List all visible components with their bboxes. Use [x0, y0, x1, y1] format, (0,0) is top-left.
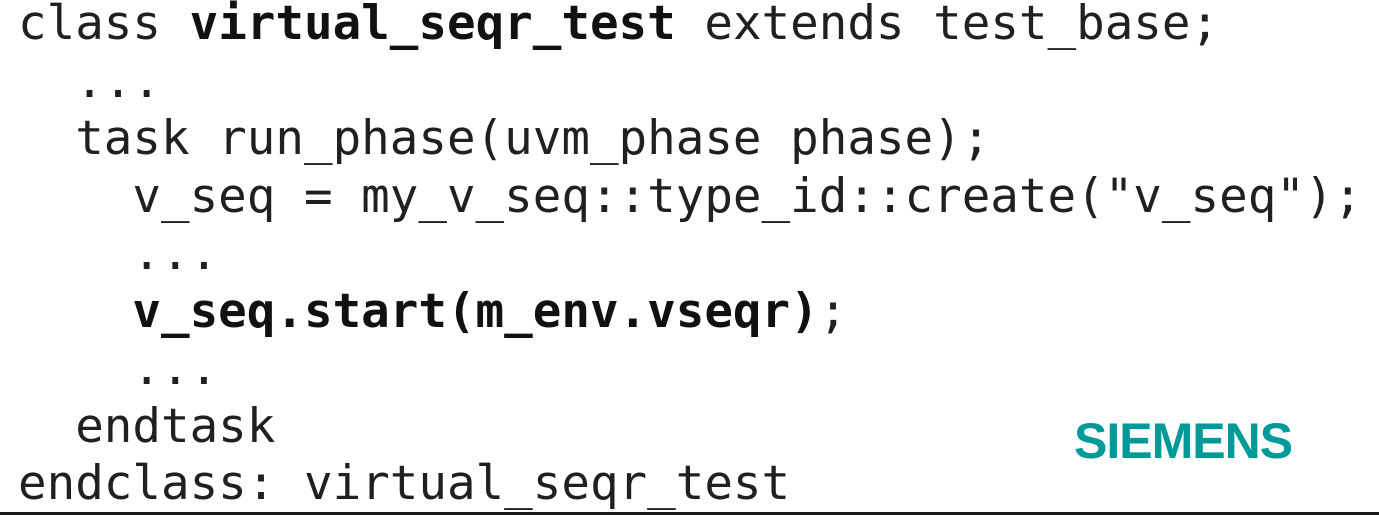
extends-clause: extends test_base;	[675, 0, 1220, 51]
code-line-endclass: endclass: virtual_seqr_test	[18, 456, 791, 511]
code-line-ellipsis-3: ...	[18, 341, 219, 396]
code-line-create: v_seq = my_v_seq::type_id::create("v_seq…	[18, 168, 1363, 224]
code-line-ellipsis-1: ...	[18, 53, 161, 109]
code-line-class-decl: class virtual_seqr_test extends test_bas…	[18, 0, 1362, 53]
siemens-logo: SIEMENS	[1074, 413, 1293, 469]
class-name: virtual_seqr_test	[189, 0, 676, 51]
code-line-task-decl: task run_phase(uvm_phase phase);	[18, 111, 991, 166]
start-call: v_seq.start(m_env.vseqr)	[132, 283, 819, 339]
bottom-divider	[0, 512, 1379, 515]
keyword-class: class	[18, 0, 190, 51]
code-line-endtask: endtask	[18, 398, 276, 454]
code-listing: class virtual_seqr_test extends test_bas…	[18, 0, 1362, 513]
indent	[18, 284, 132, 339]
code-line-ellipsis-2: ...	[18, 226, 219, 281]
semicolon: ;	[818, 283, 848, 339]
code-line-start: v_seq.start(m_env.vseqr);	[18, 283, 1362, 341]
